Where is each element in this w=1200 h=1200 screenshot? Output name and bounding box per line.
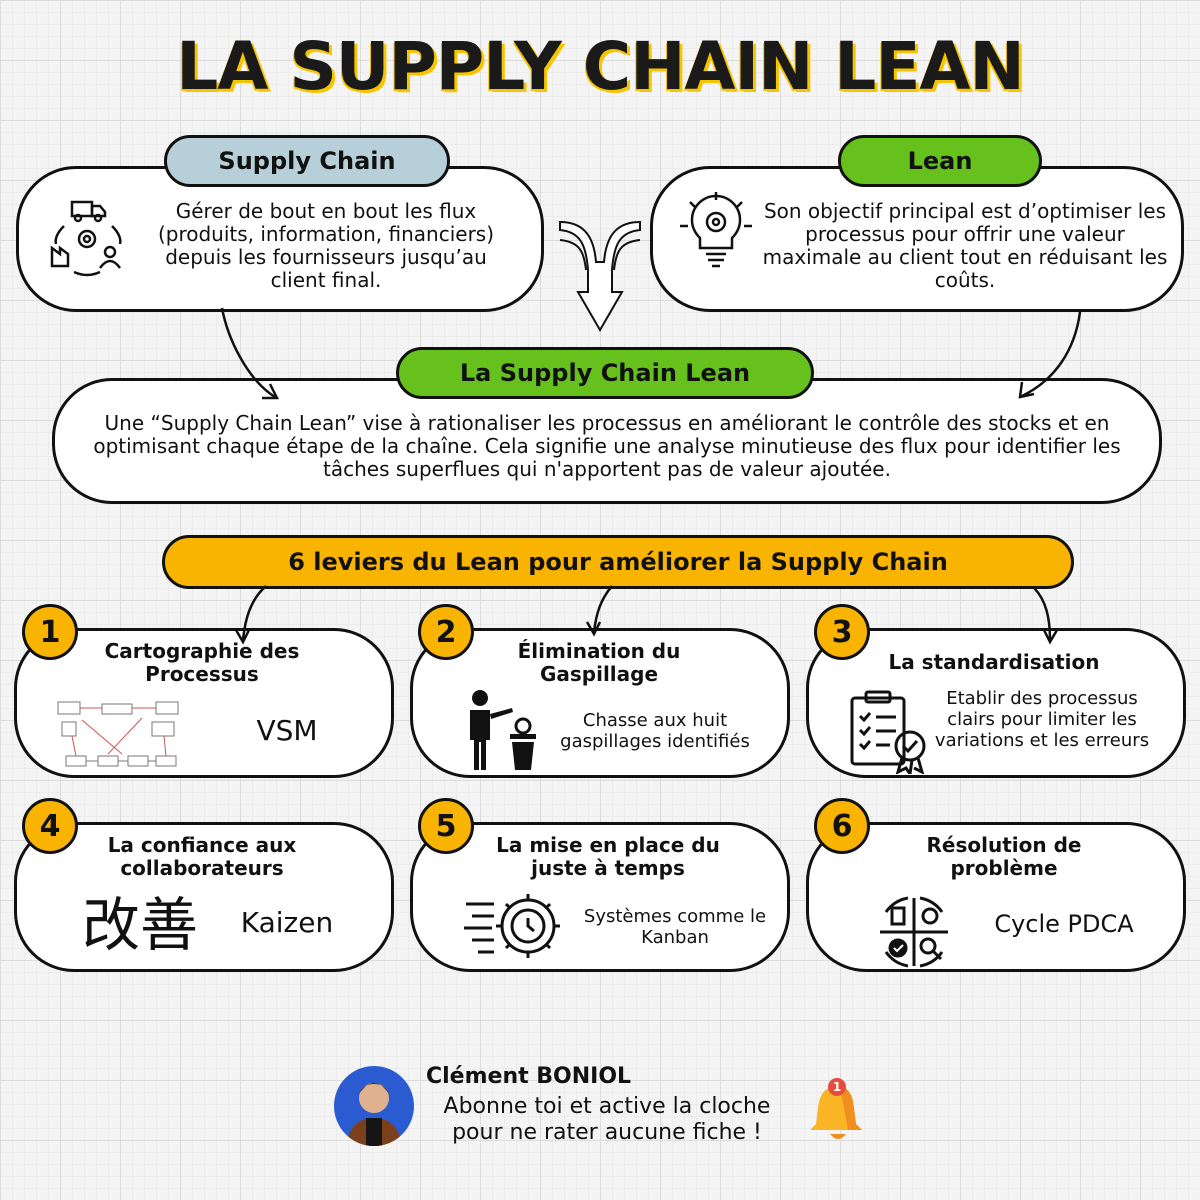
page-title: LA SUPPLY CHAIN LEAN [176, 28, 1025, 105]
lever-title-2: Élimination du Gaspillage [517, 639, 681, 686]
lever-number-1: 1 [22, 604, 78, 660]
lean-box [650, 166, 1184, 312]
lever-number-3: 3 [814, 604, 870, 660]
lever-number-4: 4 [22, 798, 78, 854]
supply-chain-tag: Supply Chain [164, 135, 450, 187]
lean-supply-chain-description: Une “Supply Chain Lean” vise à rationali… [93, 411, 1121, 481]
lever-number-6: 6 [814, 798, 870, 854]
lever-card-5 [410, 822, 790, 972]
lean-tag: Lean [838, 135, 1042, 187]
lever-text-3: Etablir des processus clairs pour limite… [934, 688, 1150, 751]
lever-card-3 [806, 628, 1186, 778]
levers-heading: 6 leviers du Lean pour améliorer la Supp… [162, 535, 1074, 589]
checklist-clipboard-icon [846, 690, 932, 779]
lever-title-5: La mise en place du juste à temps [496, 833, 720, 880]
value-stream-map-icon [52, 698, 184, 768]
bell-notification-badge: 1 [828, 1078, 846, 1096]
arrow-heading-to-lever-2 [592, 585, 613, 633]
subscribe-cta: Abonne toi et active la cloche pour ne r… [443, 1094, 771, 1145]
lever-card-1 [14, 628, 394, 778]
supply-chain-description: Gérer de bout en bout les flux (produits… [157, 199, 495, 292]
lean-description: Son objectif principal est d’optimiser l… [762, 199, 1168, 292]
author-name: Clément BONIOL [426, 1064, 632, 1089]
lever-title-3: La standardisation [888, 650, 1100, 674]
lever-text-2: Chasse aux huit gaspillages identifiés [560, 710, 750, 752]
lever-number-5: 5 [418, 798, 474, 854]
lever-text-5: Systèmes comme le Kanban [583, 906, 767, 948]
waste-bin-person-icon [460, 690, 540, 772]
lean-supply-chain-box [52, 378, 1162, 504]
lean-supply-chain-tag: La Supply Chain Lean [396, 347, 814, 399]
lever-title-4: La confiance aux collaborateurs [107, 833, 297, 880]
lever-card-6 [806, 822, 1186, 972]
kaizen-kanji-icon: 改善 [81, 891, 198, 959]
lever-title-6: Résolution de problème [926, 833, 1082, 880]
supply-chain-icon [44, 196, 130, 282]
lever-card-2 [410, 628, 790, 778]
lever-title-1: Cartographie des Processus [104, 639, 300, 686]
lever-text-1: VSM [256, 714, 318, 747]
lightbulb-gear-icon [676, 186, 756, 274]
merge-arrow-icon [559, 220, 641, 332]
lever-card-4 [14, 822, 394, 972]
bell-icon[interactable] [808, 1076, 870, 1144]
lever-text-4: Kaizen [240, 906, 334, 939]
lever-text-6: Cycle PDCA [994, 910, 1134, 938]
fast-clock-gear-icon [462, 890, 574, 962]
pdca-cycle-icon [872, 890, 956, 974]
avatar [334, 1066, 414, 1146]
lever-number-2: 2 [418, 604, 474, 660]
